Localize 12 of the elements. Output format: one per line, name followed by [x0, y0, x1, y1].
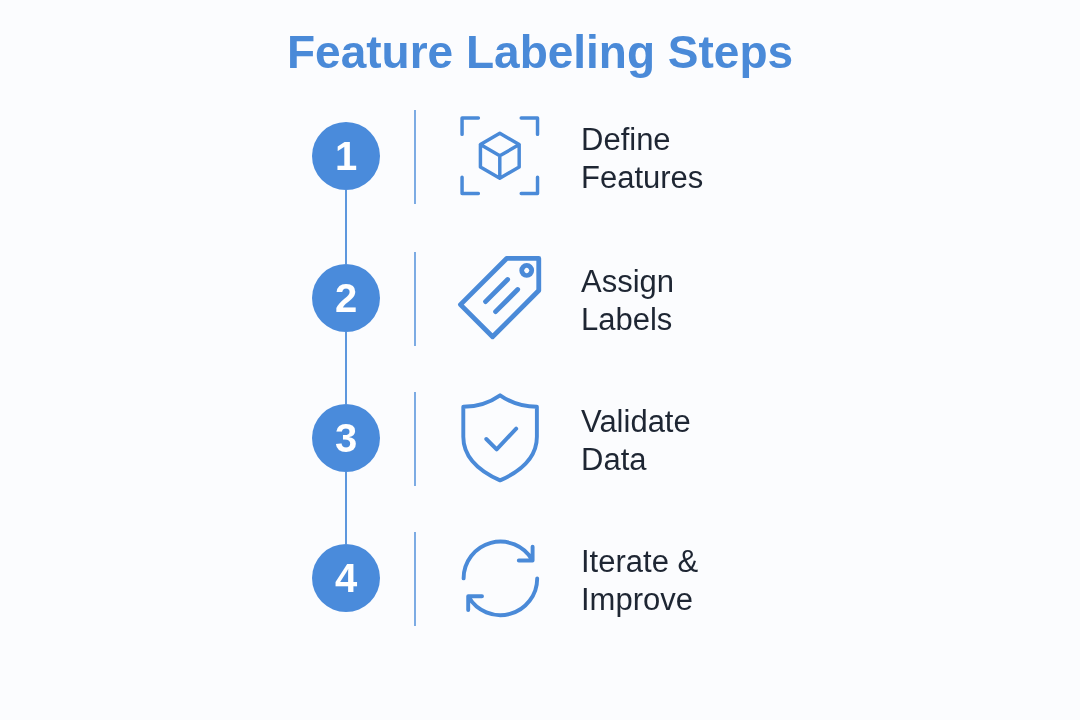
- step-label: Validate Data: [581, 403, 692, 479]
- connector-line: [345, 189, 347, 265]
- connector-line: [345, 331, 347, 405]
- connector-line: [345, 471, 347, 545]
- number-circle: 2: [312, 264, 380, 332]
- step-label: Define Features: [581, 121, 705, 197]
- number-circle: 4: [312, 544, 380, 612]
- number-circle: 3: [312, 404, 380, 472]
- step-label: Iterate & Improve: [581, 543, 700, 619]
- step-label: Assign Labels: [581, 263, 676, 339]
- number-circle: 1: [312, 122, 380, 190]
- title: Feature Labeling Steps: [287, 25, 794, 80]
